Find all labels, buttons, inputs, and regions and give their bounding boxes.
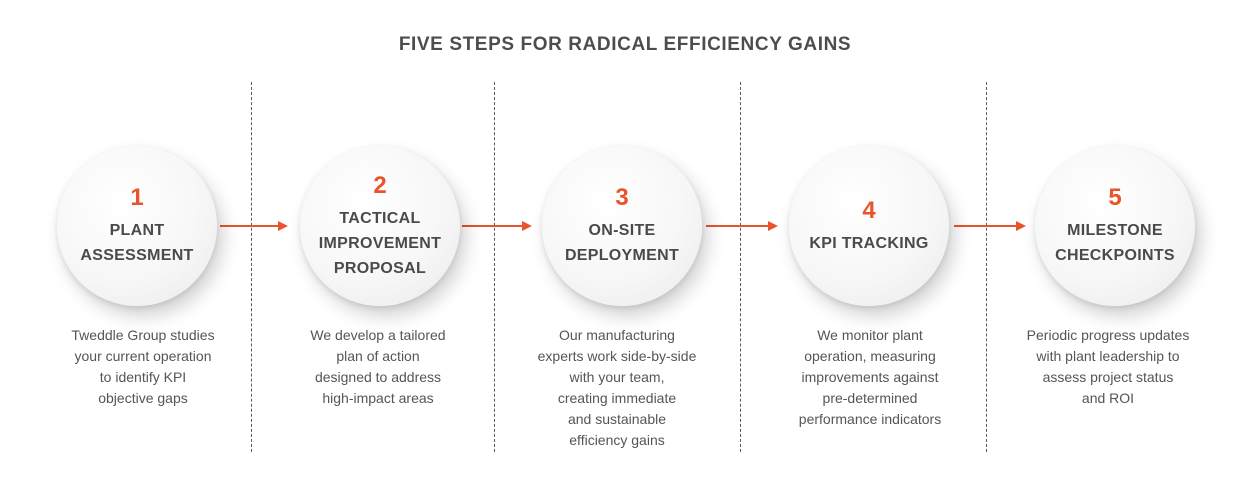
step-4-description: We monitor plant operation, measuring im… bbox=[798, 327, 942, 427]
step-name: KPI TRACKING bbox=[809, 234, 929, 252]
step-number: 1 bbox=[130, 184, 144, 211]
step-3: 3 ON-SITE DEPLOYMENT bbox=[542, 146, 702, 306]
arrow-1-to-2 bbox=[220, 219, 288, 233]
step-name: ON-SITE DEPLOYMENT bbox=[564, 222, 680, 264]
arrow-3-to-4 bbox=[706, 219, 778, 233]
step-5: 5 MILESTONE CHECKPOINTS bbox=[1035, 146, 1195, 306]
diagram-title: FIVE STEPS FOR RADICAL EFFICIENCY GAINS bbox=[398, 34, 852, 55]
step-1-description: Tweddle Group studies your current opera… bbox=[71, 327, 215, 406]
step-4: 4 KPI TRACKING bbox=[789, 146, 949, 306]
step-number: 3 bbox=[615, 184, 629, 211]
arrow-2-to-3 bbox=[462, 219, 532, 233]
column-divider bbox=[740, 82, 741, 452]
step-circle: 4 KPI TRACKING bbox=[789, 146, 949, 306]
step-number: 4 bbox=[862, 196, 876, 224]
step-1: 1 PLANT ASSESSMENT bbox=[57, 146, 217, 306]
step-name: TACTICAL IMPROVEMENT PROPOSAL bbox=[318, 209, 442, 277]
step-2: 2 TACTICAL IMPROVEMENT PROPOSAL bbox=[300, 146, 460, 306]
step-circle: 5 MILESTONE CHECKPOINTS bbox=[1035, 146, 1195, 306]
step-circle: 3 ON-SITE DEPLOYMENT bbox=[542, 146, 702, 306]
column-divider bbox=[251, 82, 252, 452]
step-2-description: We develop a tailored plan of action des… bbox=[310, 327, 446, 406]
step-3-description: Our manufacturing experts work side-by-s… bbox=[537, 327, 697, 448]
step-name: MILESTONE CHECKPOINTS bbox=[1055, 222, 1175, 264]
arrow-4-to-5 bbox=[954, 219, 1026, 233]
step-number: 2 bbox=[373, 171, 387, 199]
step-5-description: Periodic progress updates with plant lea… bbox=[1026, 327, 1190, 406]
step-circle: 1 PLANT ASSESSMENT bbox=[57, 146, 217, 306]
step-name: PLANT ASSESSMENT bbox=[80, 222, 194, 264]
step-circle: 2 TACTICAL IMPROVEMENT PROPOSAL bbox=[300, 146, 460, 306]
step-number: 5 bbox=[1108, 184, 1122, 211]
column-divider bbox=[986, 82, 987, 452]
column-divider bbox=[494, 82, 495, 452]
